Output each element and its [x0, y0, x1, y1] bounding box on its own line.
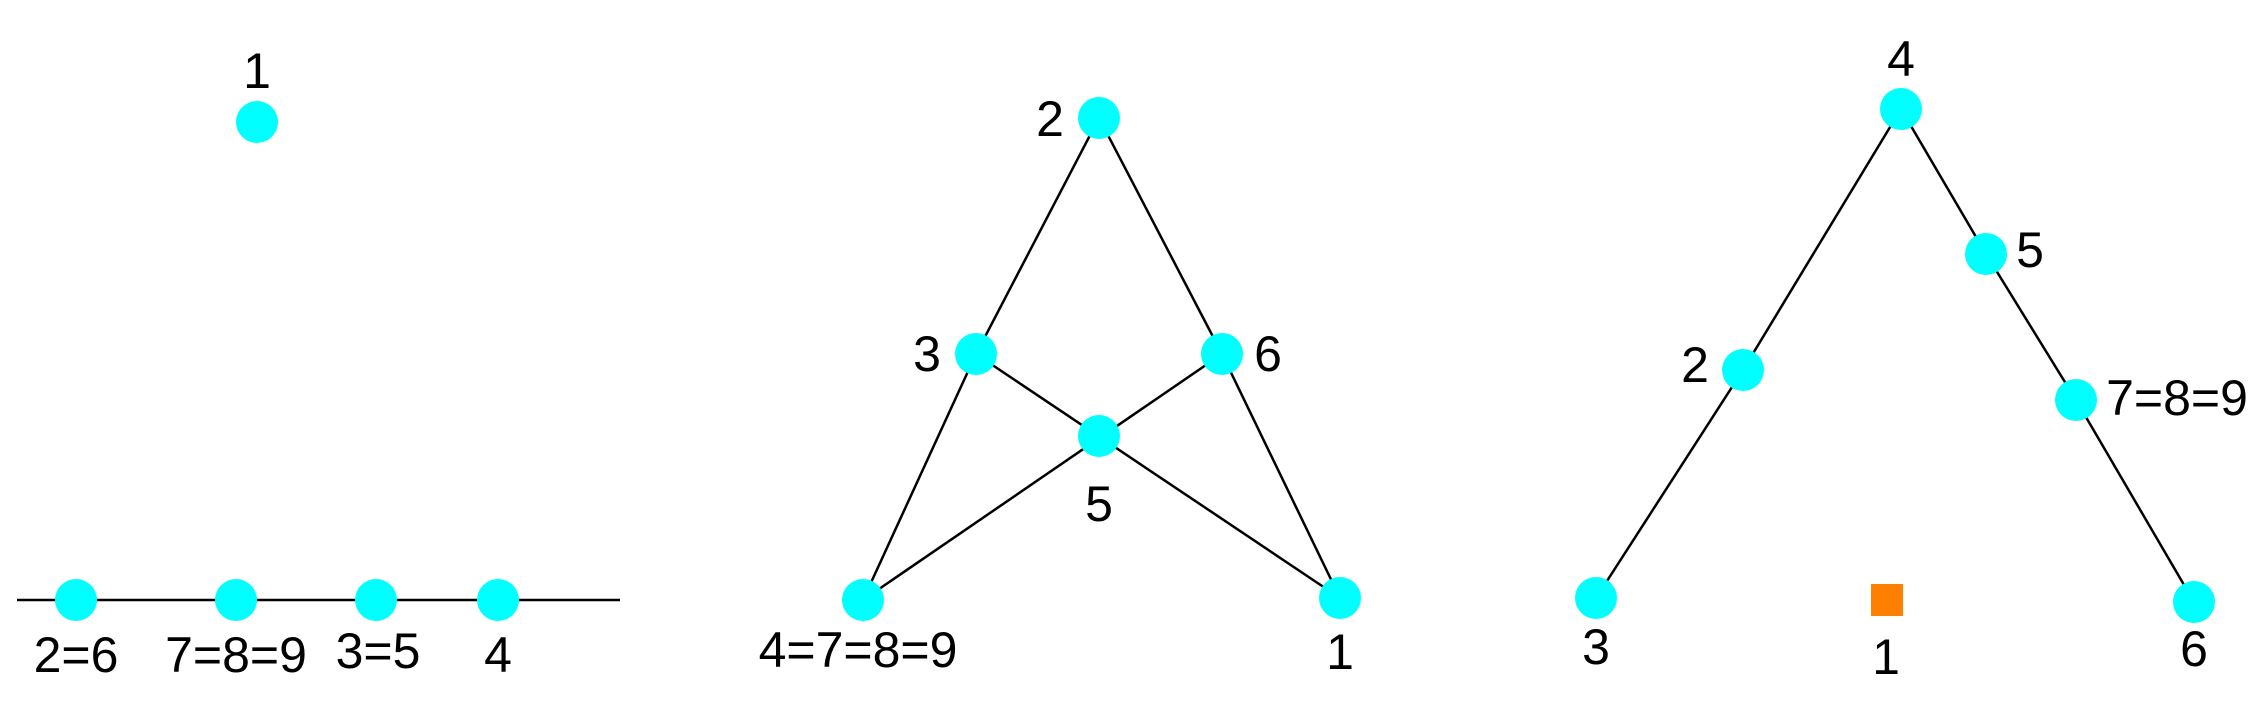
edge-3-4789	[861, 353, 978, 601]
node-6	[1201, 333, 1243, 375]
edge-6-1	[1220, 353, 1342, 599]
node-1	[1319, 577, 1361, 619]
label-3-5: 3=5	[336, 623, 421, 679]
node-7-8-9	[215, 579, 257, 621]
node-2-6	[55, 579, 97, 621]
node-5	[1078, 415, 1120, 457]
node-3	[1575, 577, 1617, 619]
edge-3-1	[975, 352, 1341, 600]
label-6: 6	[1254, 326, 1282, 382]
label-6: 6	[2180, 621, 2208, 677]
isolated-node-1-square	[1871, 584, 1903, 616]
node-5	[1965, 233, 2007, 275]
node-3	[955, 333, 997, 375]
edge-789-6	[2074, 399, 2196, 603]
label-1: 1	[1872, 629, 1900, 685]
label-2: 2	[1036, 91, 1064, 147]
edge-4-2	[1741, 108, 1903, 371]
label-7-8-9: 7=8=9	[165, 627, 307, 683]
panel-middle: 2 3 6 5 4=7=8=9 1	[759, 91, 1361, 680]
edge-2-3	[1594, 369, 1745, 599]
node-4-7-8-9	[842, 579, 884, 621]
label-3: 3	[913, 326, 941, 382]
panel-right: 4 5 2 7=8=9 3 1 6	[1575, 31, 2248, 685]
edge-5-789	[1984, 253, 2078, 401]
label-5: 5	[1085, 476, 1113, 532]
label-7-8-9: 7=8=9	[2106, 370, 2248, 426]
panel-left: 1 2=6 7=8=9 3=5 4	[17, 43, 620, 683]
edge-4-5	[1899, 108, 1988, 255]
label-4: 4	[484, 627, 512, 683]
label-5: 5	[2016, 222, 2044, 278]
node-2	[1078, 97, 1120, 139]
node-7-8-9	[2055, 379, 2097, 421]
edge-2-3	[974, 117, 1101, 355]
node-4	[477, 579, 519, 621]
node-4	[1880, 88, 1922, 130]
label-2: 2	[1681, 337, 1709, 393]
edge-6-4789	[862, 352, 1223, 602]
edge-2-6	[1097, 117, 1224, 355]
label-2-6: 2=6	[34, 627, 119, 683]
label-3: 3	[1582, 619, 1610, 675]
node-2	[1722, 349, 1764, 391]
node-3-5	[355, 579, 397, 621]
label-1: 1	[1326, 624, 1354, 680]
label-4-7-8-9: 4=7=8=9	[759, 622, 958, 678]
node-6	[2173, 581, 2215, 623]
label-1: 1	[243, 43, 271, 99]
node-1	[236, 101, 278, 143]
label-4: 4	[1887, 31, 1915, 87]
